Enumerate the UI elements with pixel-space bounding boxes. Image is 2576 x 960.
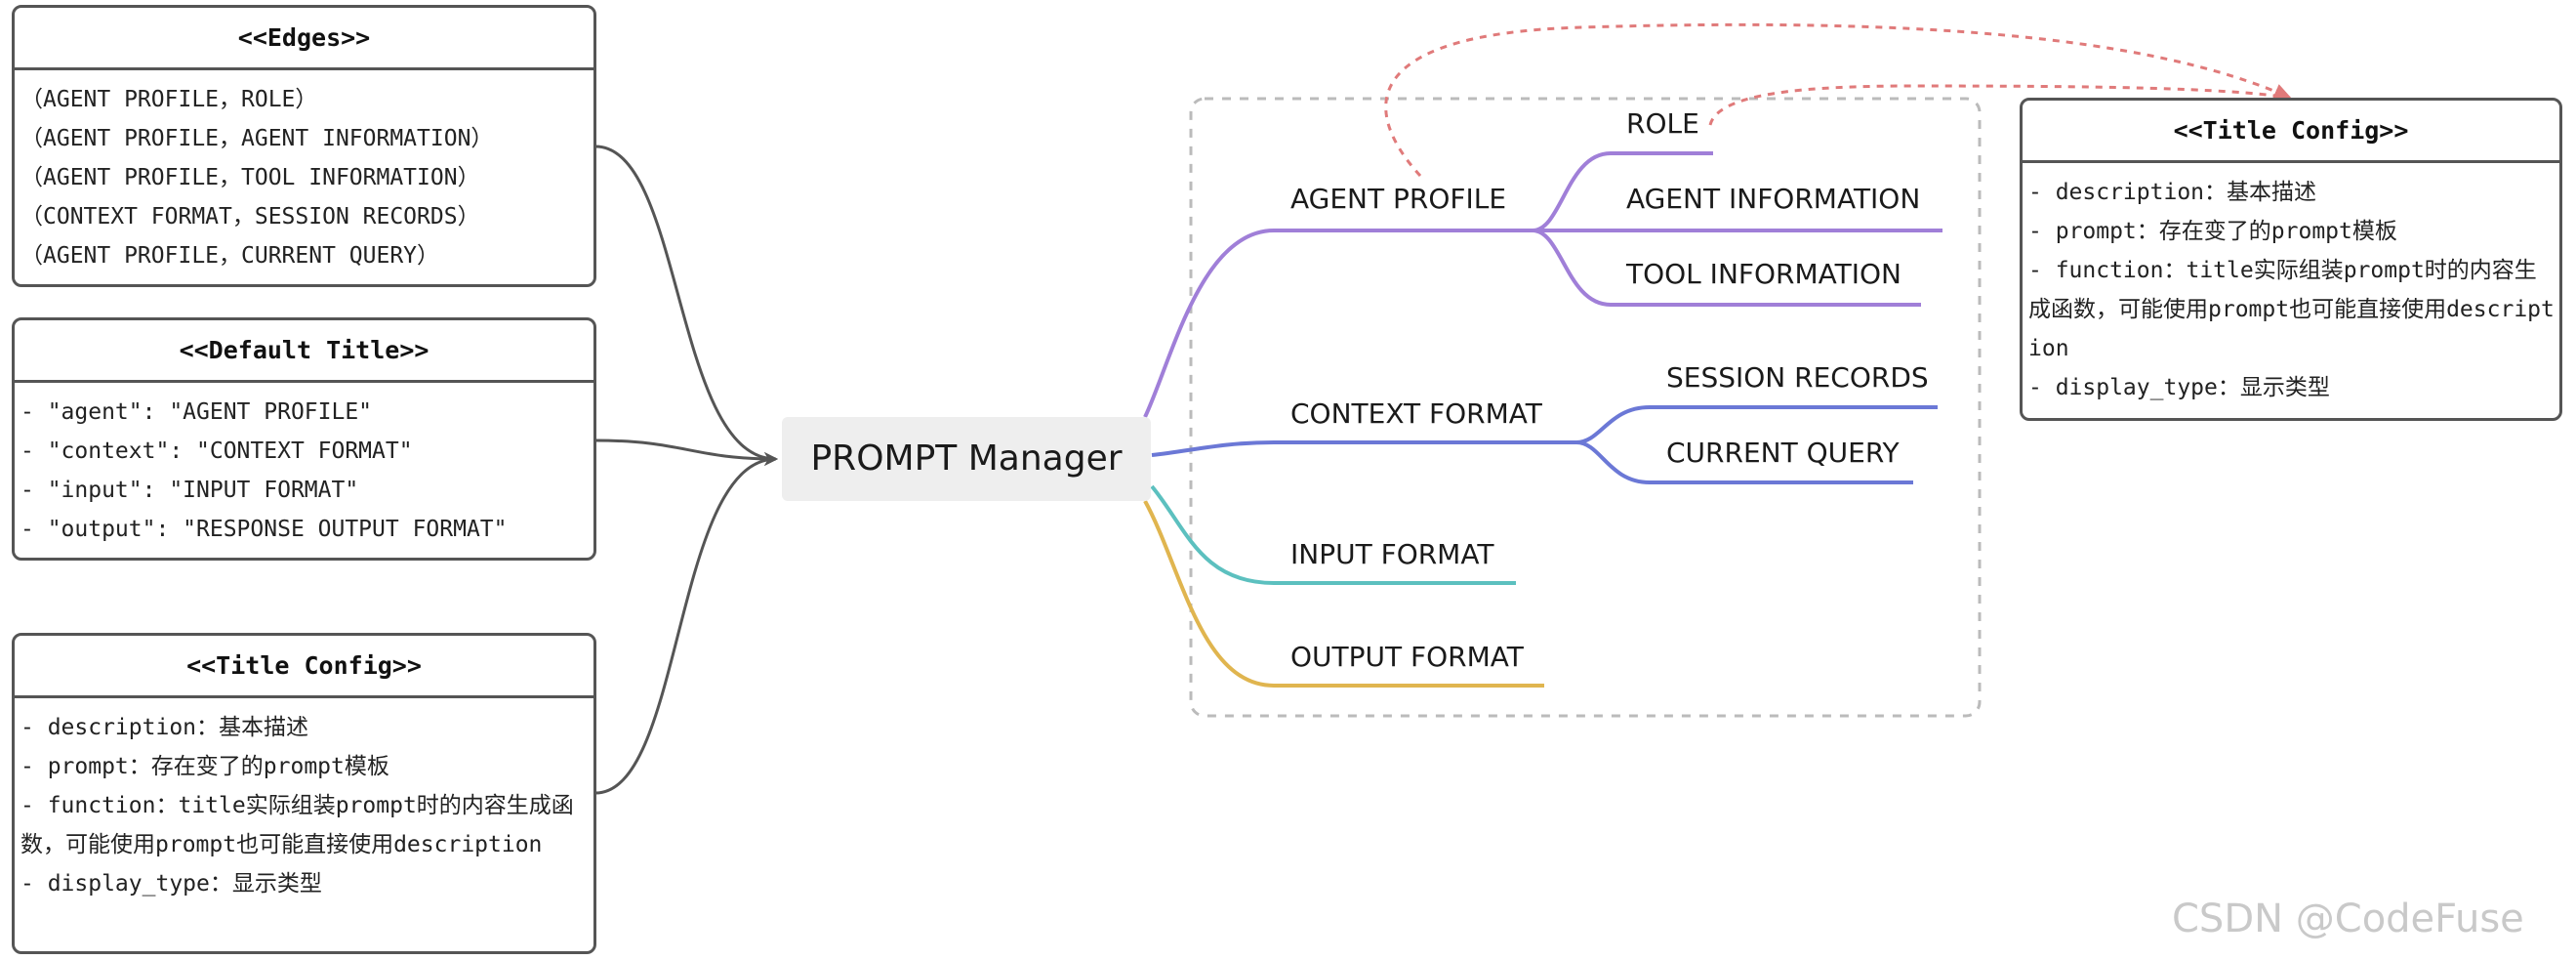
- agent-profile-label: AGENT PROFILE: [1290, 183, 1507, 215]
- title-config-connector: [594, 452, 778, 795]
- title-config-item: - description：基本描述: [2028, 180, 2317, 205]
- default-title-item: - "output": "RESPONSE OUTPUT FORMAT": [20, 517, 508, 542]
- default-title-box-title: <<Default Title>>: [15, 320, 593, 383]
- title-config-item: - prompt：存在变了的prompt模板: [20, 754, 389, 779]
- current-query-label: CURRENT QUERY: [1666, 437, 1900, 469]
- default-title-box: <<Default Title>> - "agent": "AGENT PROF…: [12, 317, 596, 561]
- output-format-label: OUTPUT FORMAT: [1290, 641, 1524, 673]
- default-title-item: - "context": "CONTEXT FORMAT": [20, 438, 413, 464]
- input-format-branch: [1150, 484, 1516, 585]
- default-title-connector: [594, 438, 778, 466]
- session-records-branch: [1575, 405, 1938, 444]
- watermark: CSDN @CodeFuse: [2172, 897, 2524, 941]
- title-config-box-right: <<Title Config>> - description：基本描述 - pr…: [2020, 98, 2562, 421]
- output-format-branch: [1143, 500, 1544, 688]
- prompt-manager-node: PROMPT Manager: [782, 417, 1151, 501]
- session-records-label: SESSION RECORDS: [1666, 361, 1929, 394]
- mindmap-group-border: [1189, 97, 1982, 718]
- edge-item: （CONTEXT FORMAT，SESSION RECORDS）: [20, 204, 480, 230]
- title-config-left-title: <<Title Config>>: [15, 636, 593, 698]
- title-config-right-title: <<Title Config>>: [2023, 101, 2559, 163]
- context-format-branch: [1151, 440, 1576, 457]
- title-config-item: - display_type：显示类型: [2028, 375, 2330, 400]
- default-title-box-body: - "agent": "AGENT PROFILE" - "context": …: [15, 383, 593, 549]
- edges-box: <<Edges>> （AGENT PROFILE，ROLE） （AGENT PR…: [12, 5, 596, 287]
- edge-item: （AGENT PROFILE，ROLE）: [20, 87, 318, 112]
- role-branch: [1532, 151, 1713, 232]
- tool-information-branch: [1532, 229, 1921, 307]
- default-title-item: - "input": "INPUT FORMAT": [20, 478, 359, 503]
- title-config-item: - function：title实际组装prompt时的内容生成函数，可能使用p…: [2028, 258, 2555, 361]
- title-config-item: - prompt：存在变了的prompt模板: [2028, 219, 2397, 244]
- edges-box-body: （AGENT PROFILE，ROLE） （AGENT PROFILE，AGEN…: [15, 70, 593, 275]
- edge-item: （AGENT PROFILE，TOOL INFORMATION）: [20, 165, 480, 190]
- title-config-item: - display_type：显示类型: [20, 871, 322, 897]
- title-config-item: - function：title实际组装prompt时的内容生成函数，可能使用p…: [20, 793, 574, 857]
- agent-profile-branch: [1143, 229, 1533, 418]
- edges-connector: [594, 145, 778, 466]
- role-label: ROLE: [1626, 107, 1699, 140]
- title-config-right-body: - description：基本描述 - prompt：存在变了的prompt模…: [2023, 163, 2559, 407]
- default-title-item: - "agent": "AGENT PROFILE": [20, 399, 373, 425]
- tool-information-label: TOOL INFORMATION: [1626, 258, 1901, 290]
- input-format-label: INPUT FORMAT: [1290, 538, 1494, 570]
- title-config-item: - description：基本描述: [20, 715, 309, 740]
- title-config-box-left: <<Title Config>> - description：基本描述 - pr…: [12, 633, 596, 954]
- edges-box-title: <<Edges>>: [15, 8, 593, 70]
- edge-item: （AGENT PROFILE，CURRENT QUERY）: [20, 243, 440, 269]
- edge-item: （AGENT PROFILE，AGENT INFORMATION）: [20, 126, 494, 151]
- agent-information-label: AGENT INFORMATION: [1626, 183, 1921, 215]
- current-query-branch: [1575, 440, 1913, 484]
- context-format-label: CONTEXT FORMAT: [1290, 397, 1542, 430]
- title-config-left-body: - description：基本描述 - prompt：存在变了的prompt模…: [15, 698, 593, 903]
- role-config-arrow: [1708, 84, 2291, 126]
